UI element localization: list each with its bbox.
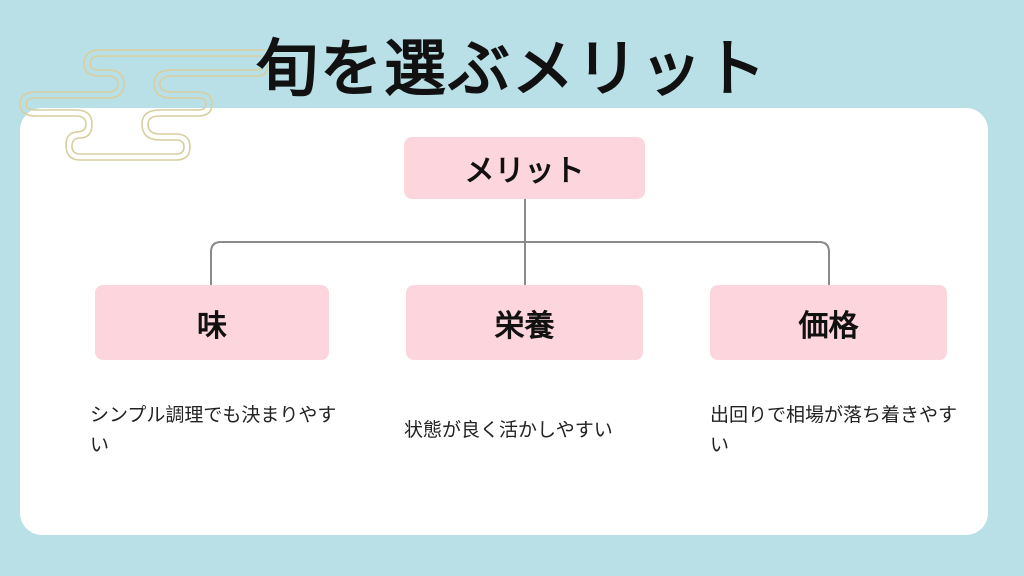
cloud-decoration-icon bbox=[19, 49, 269, 161]
description-taste: シンプル調理でも決まりやすい bbox=[90, 404, 337, 456]
connector-branches bbox=[210, 241, 830, 285]
node-nutrition: 栄養 bbox=[406, 285, 643, 360]
node-price: 価格 bbox=[710, 285, 947, 360]
page-title: 旬を選ぶメリット bbox=[255, 32, 768, 105]
root-node-merit: メリット bbox=[404, 137, 645, 199]
description-price: 出回りで相場が落ち着きやすい bbox=[710, 404, 958, 456]
node-taste: 味 bbox=[95, 285, 329, 360]
description-nutrition: 状態が良く活かしやすい bbox=[404, 419, 613, 441]
